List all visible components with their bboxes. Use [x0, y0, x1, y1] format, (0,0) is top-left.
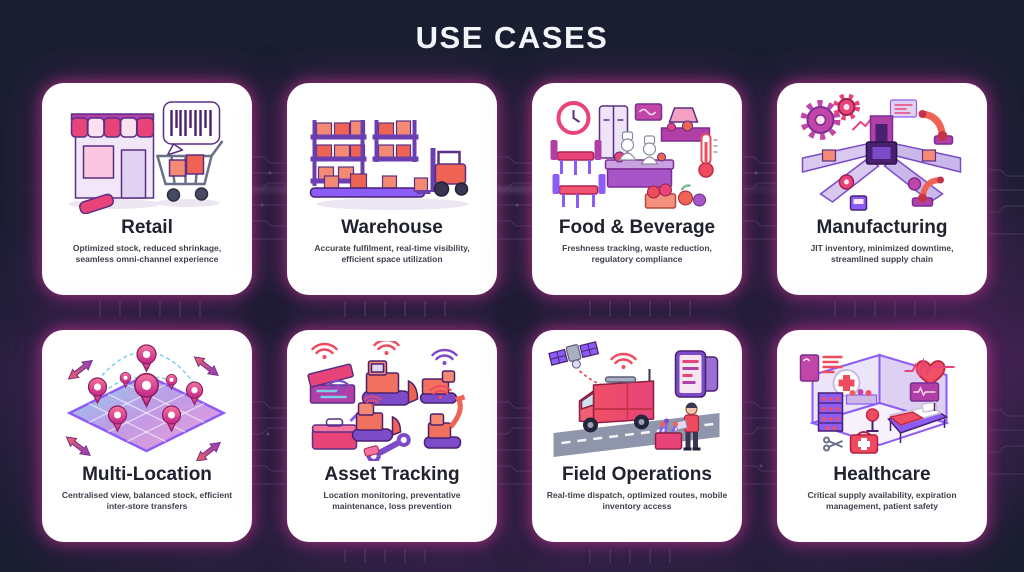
card-subtitle: Accurate fulfilment, real-time visibilit…: [314, 242, 470, 264]
service-van-satellite-illustration: [548, 341, 720, 457]
card-title: Multi-Location: [82, 464, 212, 485]
use-case-grid: Retail Optimized stock, reduced shrinkag…: [42, 83, 987, 542]
page-title: USE CASES: [415, 20, 609, 55]
card-title: Healthcare: [833, 464, 931, 485]
card-manufacturing: Manufacturing JIT inventory, minimized d…: [777, 83, 987, 295]
map-location-pins-illustration: [62, 344, 227, 461]
machinery-wifi-illustration: [307, 341, 466, 461]
card-subtitle: Optimized stock, reduced shrinkage, seam…: [72, 242, 222, 264]
card-field-operations: Field Operations Real-time dispatch, opt…: [532, 330, 742, 542]
card-subtitle: Real-time dispatch, optimized routes, mo…: [546, 489, 728, 511]
card-title: Food & Beverage: [558, 217, 716, 238]
card-multi-location: Multi-Location Centralised view, balance…: [42, 330, 252, 542]
card-healthcare: Healthcare Critical supply availability,…: [777, 330, 987, 542]
card-subtitle: Location monitoring, preventative mainte…: [323, 489, 461, 511]
storefront-shopping-cart-illustration: [68, 101, 224, 214]
card-food-beverage: Food & Beverage Freshness tracking, wast…: [532, 83, 742, 295]
card-title: Retail: [121, 217, 173, 238]
card-retail: Retail Optimized stock, reduced shrinkag…: [42, 83, 252, 295]
card-subtitle: Centralised view, balanced stock, effici…: [61, 489, 233, 511]
warehouse-racks-forklift-illustration: [309, 120, 469, 210]
circuit-trace: [989, 409, 1024, 475]
card-subtitle: Critical supply availability, expiration…: [807, 489, 957, 511]
card-title: Manufacturing: [816, 217, 948, 238]
kitchen-chefs-illustration: [550, 101, 718, 209]
card-subtitle: JIT inventory, minimized downtime, strea…: [810, 242, 954, 264]
assembly-line-robots-illustration: [800, 94, 962, 211]
card-subtitle: Freshness tracking, waste reduction, reg…: [562, 242, 712, 264]
hospital-room-illustration: [799, 353, 955, 454]
circuit-ticks: [589, 549, 671, 563]
card-asset-tracking: Asset Tracking Location monitoring, prev…: [287, 330, 497, 542]
card-title: Warehouse: [341, 217, 443, 238]
circuit-ticks: [344, 549, 426, 563]
card-title: Asset Tracking: [324, 464, 460, 485]
card-warehouse: Warehouse Accurate fulfilment, real-time…: [287, 83, 497, 295]
card-title: Field Operations: [562, 464, 712, 485]
circuit-trace: [989, 169, 1024, 235]
